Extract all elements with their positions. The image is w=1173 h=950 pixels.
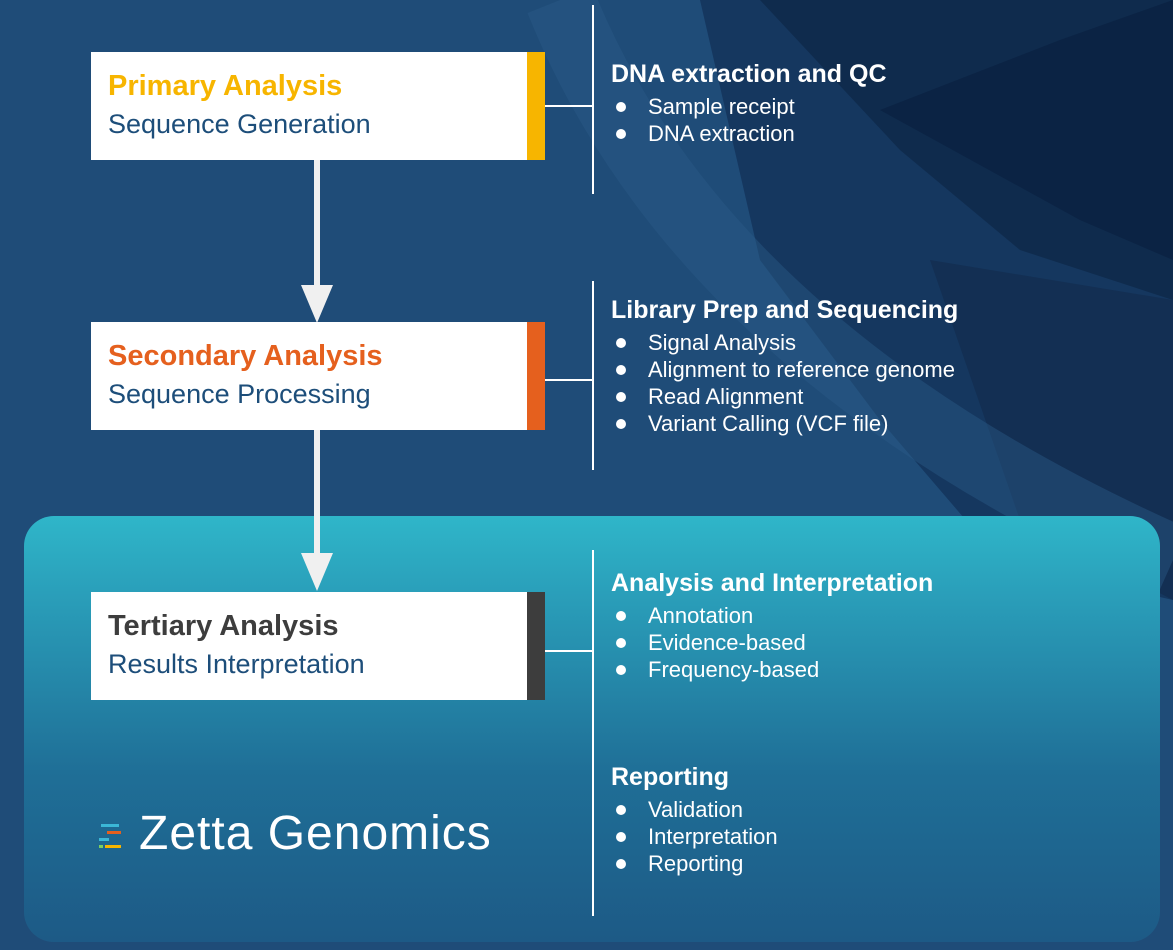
stage-secondary-title: Secondary Analysis xyxy=(108,340,383,372)
bullet-icon xyxy=(616,638,626,648)
arrow-2-shaft xyxy=(314,430,320,558)
stage-primary-box: Primary Analysis Sequence Generation xyxy=(91,52,545,160)
bullet-icon xyxy=(616,665,626,675)
section-heading: Reporting xyxy=(611,763,730,791)
connector-line-2 xyxy=(592,281,594,470)
list-item: Evidence-based xyxy=(611,629,933,656)
arrow-1-head xyxy=(301,285,333,323)
section-reporting: Reporting Validation Interpretation Repo… xyxy=(611,762,778,877)
bullet-icon xyxy=(616,392,626,402)
bullet-icon xyxy=(616,338,626,348)
bullet-icon xyxy=(616,419,626,429)
arrow-2-head xyxy=(301,553,333,591)
arrow-1-shaft xyxy=(314,160,320,290)
list-item: DNA extraction xyxy=(611,120,887,147)
list-item: Variant Calling (VCF file) xyxy=(611,410,958,437)
section-heading: DNA extraction and QC xyxy=(611,60,887,88)
connector-line-3 xyxy=(592,550,594,916)
connector-tick-3 xyxy=(545,650,593,652)
list-item: Annotation xyxy=(611,602,933,629)
list-item: Sample receipt xyxy=(611,93,887,120)
connector-tick-1 xyxy=(545,105,593,107)
list-item: Validation xyxy=(611,796,778,823)
list-item: Read Alignment xyxy=(611,383,958,410)
section-analysis-interpretation: Analysis and Interpretation Annotation E… xyxy=(611,568,933,683)
bullet-icon xyxy=(616,832,626,842)
section-library-prep: Library Prep and Sequencing Signal Analy… xyxy=(611,295,958,437)
stage-secondary-accent-bar xyxy=(527,322,545,430)
connector-tick-2 xyxy=(545,379,593,381)
zetta-logo-mark-icon xyxy=(99,824,121,848)
bullet-icon xyxy=(616,129,626,139)
bullet-icon xyxy=(616,365,626,375)
connector-line-1 xyxy=(592,5,594,194)
bullet-icon xyxy=(616,611,626,621)
stage-tertiary-box: Tertiary Analysis Results Interpretation xyxy=(91,592,545,700)
stage-tertiary-title: Tertiary Analysis xyxy=(108,610,339,642)
stage-primary-subtitle: Sequence Generation xyxy=(108,109,371,139)
stage-secondary-box: Secondary Analysis Sequence Processing xyxy=(91,322,545,430)
bullet-icon xyxy=(616,102,626,112)
section-dna-extraction: DNA extraction and QC Sample receipt DNA… xyxy=(611,59,887,147)
list-item: Alignment to reference genome xyxy=(611,356,958,383)
stage-tertiary-accent-bar xyxy=(527,592,545,700)
stage-primary-accent-bar xyxy=(527,52,545,160)
list-item: Interpretation xyxy=(611,823,778,850)
logo-wordmark: Zetta Genomics xyxy=(139,807,492,860)
list-item: Frequency-based xyxy=(611,656,933,683)
list-item: Signal Analysis xyxy=(611,329,958,356)
bullet-icon xyxy=(616,859,626,869)
list-item: Reporting xyxy=(611,850,778,877)
section-heading: Analysis and Interpretation xyxy=(611,569,934,597)
stage-secondary-subtitle: Sequence Processing xyxy=(108,379,371,409)
stage-primary-title: Primary Analysis xyxy=(108,70,343,102)
bullet-icon xyxy=(616,805,626,815)
section-heading: Library Prep and Sequencing xyxy=(611,296,959,324)
stage-tertiary-subtitle: Results Interpretation xyxy=(108,649,365,679)
